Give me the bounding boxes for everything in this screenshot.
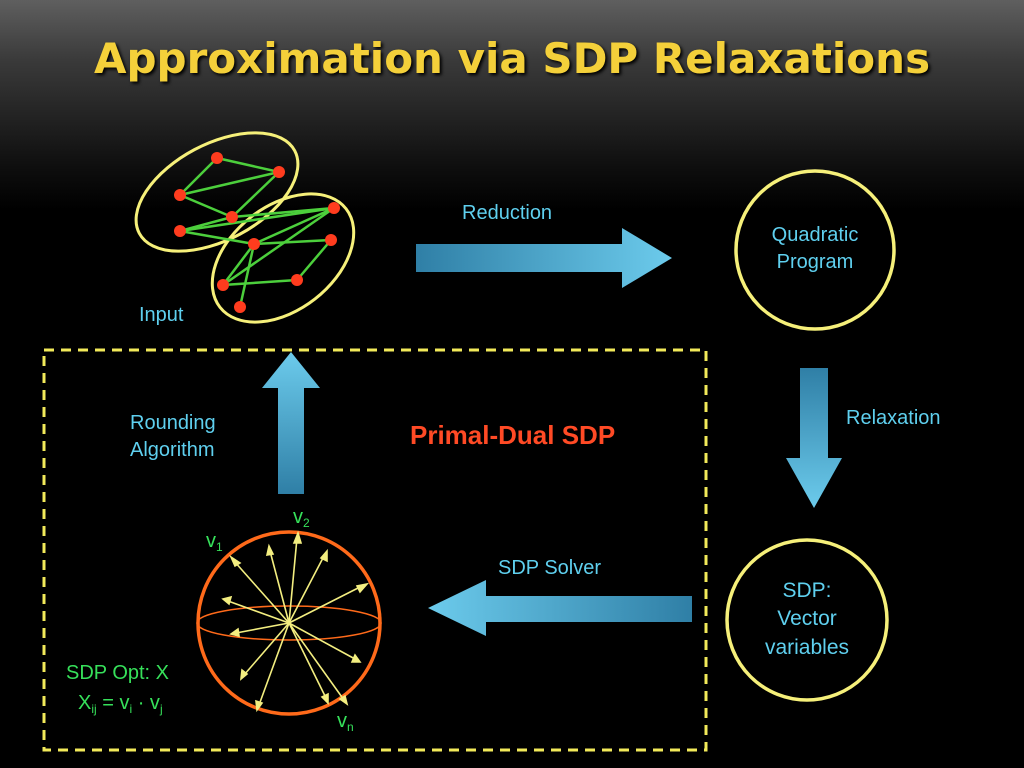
input-label: Input [139, 304, 184, 326]
vn-label: vn [337, 710, 354, 734]
cluster-ellipse-top [134, 131, 300, 253]
quadratic-line2: Program [776, 251, 854, 273]
quadratic-program-label: Quadratic Program [745, 222, 885, 276]
sdp-vector-label: SDP: Vector variables [737, 577, 877, 662]
rounding-algorithm-label: Rounding Algorithm [130, 410, 216, 464]
v1-label: v1 [206, 530, 223, 554]
vector-sphere [196, 530, 382, 716]
sphere-outline [196, 530, 382, 716]
quadratic-line1: Quadratic [771, 224, 859, 246]
graph-nodes [174, 152, 340, 313]
vector-arrows [221, 530, 370, 713]
slide-title: Approximation via SDP Relaxations [93, 34, 931, 83]
sdp-solver-arrow [428, 580, 692, 636]
sdp-line2: Vector [777, 607, 837, 631]
sdp-vector-circle [725, 538, 889, 702]
rounding-line1: Rounding [130, 412, 216, 434]
v2-label: v2 [293, 506, 310, 530]
rounding-arrow [262, 352, 320, 494]
rounding-line2: Algorithm [130, 439, 215, 461]
sdp-line3: variables [764, 635, 850, 659]
relaxation-label: Relaxation [846, 407, 941, 429]
graph-edges [179, 156, 335, 308]
relaxation-arrow [786, 368, 842, 508]
reduction-arrow [416, 228, 672, 288]
sdp-solver-label: SDP Solver [498, 557, 602, 579]
quadratic-program-circle [734, 169, 896, 331]
cluster-ellipse-bottom [210, 192, 356, 324]
sphere-equator [196, 605, 382, 641]
sdp-line1: SDP: [782, 579, 832, 602]
input-graph [134, 131, 356, 324]
sdp-opt-label: SDP Opt: X [66, 662, 170, 684]
primal-dual-box [42, 348, 708, 752]
xij-formula: Xij = vi · vj [78, 692, 163, 716]
reduction-label: Reduction [462, 202, 553, 224]
primal-dual-label: Primal-Dual SDP [410, 420, 616, 450]
